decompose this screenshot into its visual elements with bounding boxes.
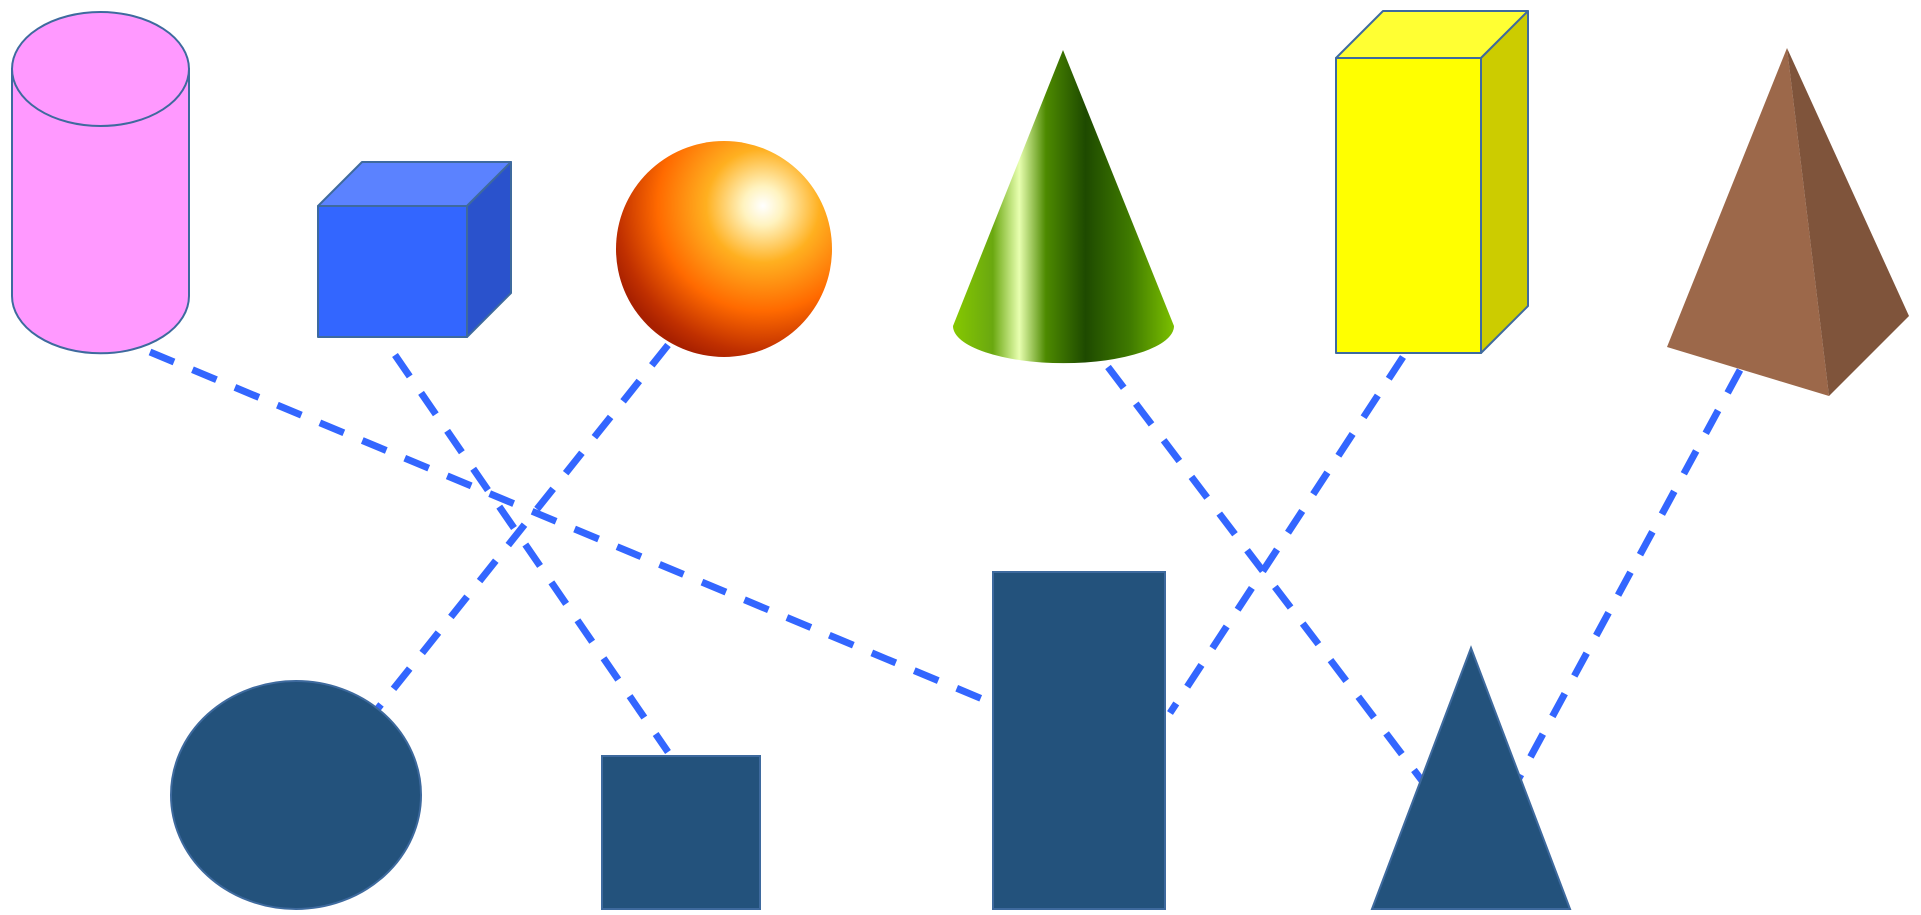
views <box>170 571 1572 910</box>
connector-cone-triangle <box>1105 364 1426 785</box>
connector-cube-square <box>392 353 671 754</box>
connector-pyramid-triangle <box>1514 368 1744 782</box>
pyramid-icon <box>1667 48 1909 396</box>
rectangle-icon <box>992 571 1166 910</box>
connector-cuboid-rectangle <box>1167 355 1406 715</box>
cylinder-icon <box>11 11 190 355</box>
square-icon <box>601 755 761 910</box>
sphere-icon <box>616 141 832 357</box>
triangle-icon <box>1370 645 1572 910</box>
cube-icon <box>317 161 512 338</box>
connector-sphere-circle <box>372 342 671 715</box>
circle-icon <box>170 680 422 910</box>
cuboid-icon <box>1335 10 1529 354</box>
cone-icon <box>953 50 1174 364</box>
connector-cylinder-rectangle <box>148 348 994 707</box>
connector-lines <box>148 342 1744 785</box>
